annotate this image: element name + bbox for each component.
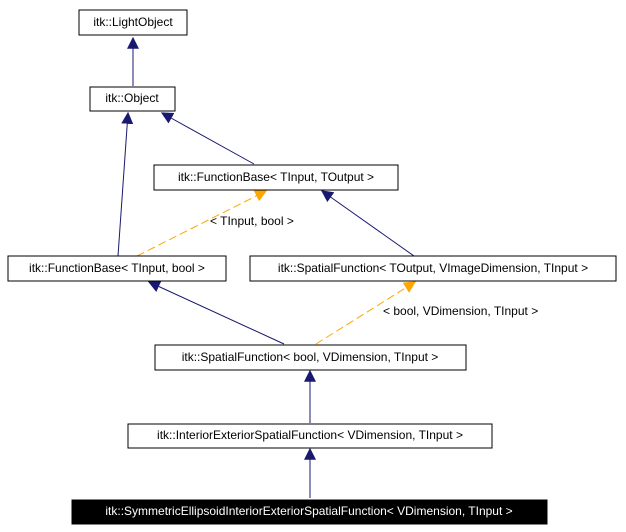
edge-spatialfunction-bool-to-functionbase-bool — [147, 281, 285, 345]
edge-spatialfunction-toutput-to-functionbase-toutput — [321, 190, 415, 257]
node-label: itk::SpatialFunction< TOutput, VImageDim… — [278, 261, 588, 275]
node-label: itk::SymmetricEllipsoidInteriorExteriorS… — [105, 504, 512, 518]
node-spatial-function-bool[interactable]: itk::SpatialFunction< bool, VDimension, … — [154, 344, 467, 371]
edges — [117, 36, 417, 498]
node-symmetric-ellipsoid-function[interactable]: itk::SymmetricEllipsoidInteriorExteriorS… — [71, 499, 548, 525]
edge-template-spatialfunction-bool-to-spatialfunction-toutput — [315, 281, 417, 345]
node-function-base-tinput-toutput[interactable]: itk::FunctionBase< TInput, TOutput > — [153, 164, 399, 191]
node-label: itk::FunctionBase< TInput, bool > — [29, 261, 205, 275]
edge-functionbase-bool-to-object — [117, 111, 134, 257]
edge-functionbase-toutput-to-object — [160, 112, 255, 165]
node-label: itk::Object — [105, 91, 159, 105]
node-interior-exterior-spatial-function[interactable]: itk::InteriorExteriorSpatialFunction< VD… — [127, 423, 493, 449]
node-label: itk::InteriorExteriorSpatialFunction< VD… — [157, 428, 463, 442]
node-label: itk::LightObject — [93, 15, 173, 29]
node-spatial-function-toutput[interactable]: itk::SpatialFunction< TOutput, VImageDim… — [249, 255, 617, 282]
node-light-object[interactable]: itk::LightObject — [78, 9, 188, 36]
node-label: itk::FunctionBase< TInput, TOutput > — [178, 170, 374, 184]
node-object[interactable]: itk::Object — [89, 86, 176, 112]
edge-template-functionbase-bool-to-functionbase-toutput — [136, 190, 268, 257]
node-label: itk::SpatialFunction< bool, VDimension, … — [182, 350, 439, 364]
node-function-base-tinput-bool[interactable]: itk::FunctionBase< TInput, bool > — [7, 255, 227, 282]
edge-label-tinput-bool: < TInput, bool > — [210, 214, 294, 228]
edge-label-bool-vdimension-tinput: < bool, VDimension, TInput > — [383, 304, 538, 318]
